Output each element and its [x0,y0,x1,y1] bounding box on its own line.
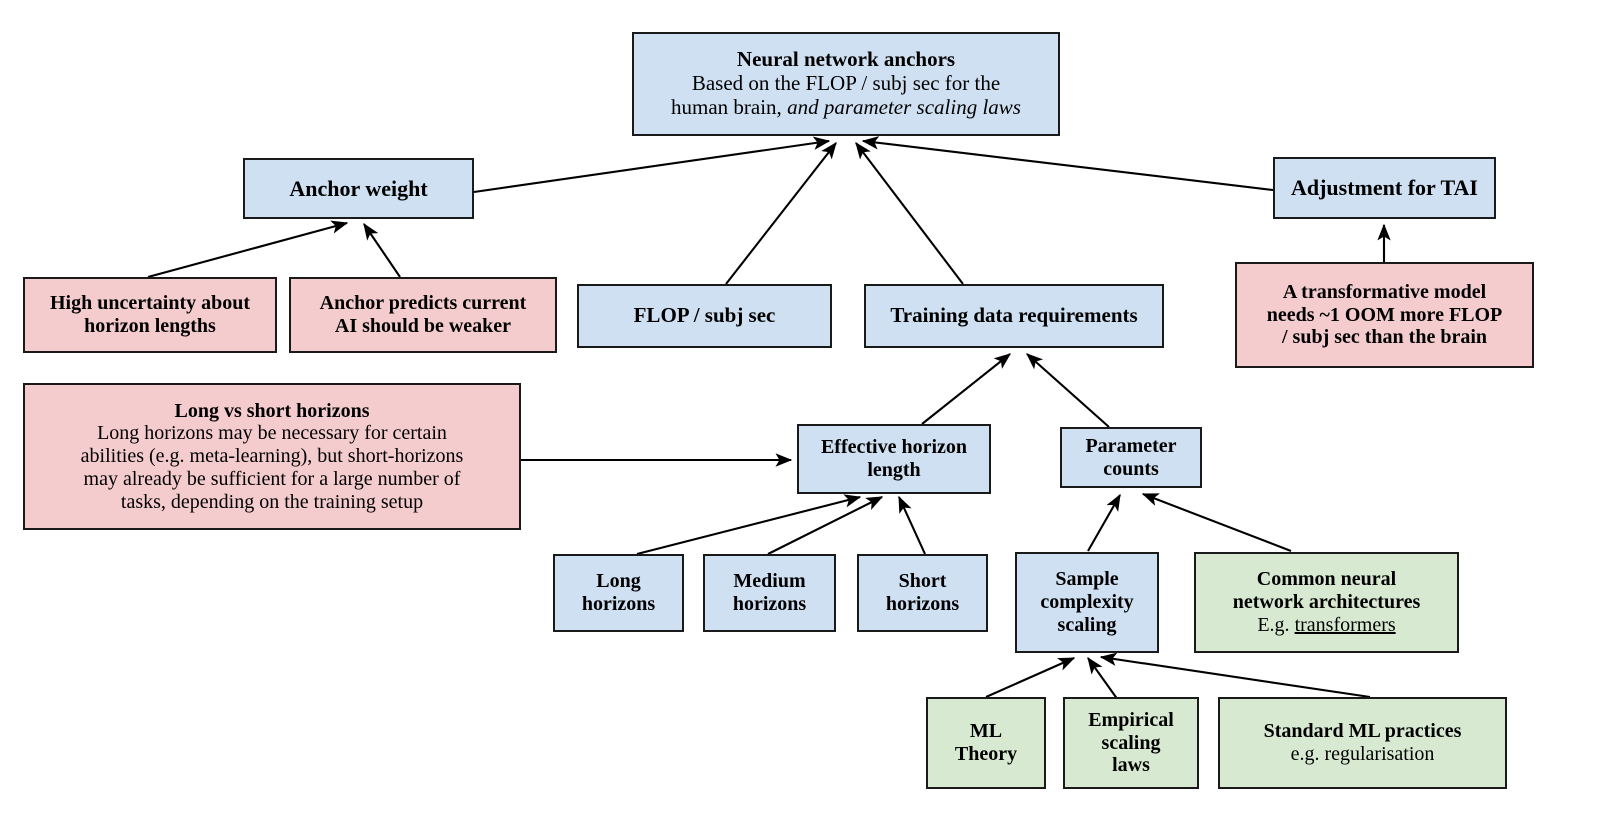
node-flop-subj-sec[interactable]: FLOP / subj sec [577,284,832,348]
node-title-line2: Theory [954,743,1018,765]
edge-training-data-to-anchors [855,141,964,285]
edge-anchor-weight-to-anchors [473,136,831,194]
node-title-line1: High uncertainty about [49,292,251,315]
node-title-line1: Parameter [1085,434,1177,457]
node-title-line1: Medium [733,570,806,593]
node-title-line1: Long [596,570,641,593]
node-high-uncertainty[interactable]: High uncertainty about horizon lengths [23,277,277,353]
edge-empirical-scaling-to-sample-complexity [1087,656,1119,701]
node-training-data-requirements[interactable]: Training data requirements [864,284,1164,348]
node-title: FLOP / subj sec [633,303,776,328]
node-title-line1: Empirical [1088,708,1174,731]
node-title-line1: Common neural [1256,568,1397,591]
node-title-line1: ML [969,720,1003,743]
node-title: Standard ML practices [1263,720,1462,743]
node-transformative-model[interactable]: A transformative model needs ~1 OOM more… [1235,262,1534,368]
node-medium-horizons[interactable]: Medium horizons [703,554,836,632]
edge-high-uncertainty-to-anchor-weight [147,220,349,279]
node-title-line3: scaling [1057,613,1117,636]
node-sample-complexity-scaling[interactable]: Sample complexity scaling [1015,552,1159,653]
node-title: Training data requirements [890,303,1138,328]
edge-ml-theory-to-sample-complexity [985,657,1076,698]
node-body-line1: Based on the FLOP / subj sec for the [691,71,1001,96]
node-body-line4: tasks, depending on the training setup [120,490,424,513]
node-title: Anchor weight [289,175,428,201]
node-title-line2: counts [1103,457,1159,480]
edge-parameter-counts-to-training-data [1026,353,1110,428]
node-body-line2: human brain, and parameter scaling laws [671,94,1021,120]
edge-adjustment-tai-to-anchors [861,136,1274,192]
node-title-line1: Effective horizon [820,436,968,459]
node-anchor-predicts-weaker[interactable]: Anchor predicts current AI should be wea… [289,277,557,353]
edge-long-horizons-to-effective-horizon [636,494,862,556]
edge-standard-ml-to-sample-complexity [1099,652,1371,699]
node-title-line2: horizons [732,593,807,615]
node-common-nn-architectures[interactable]: Common neural network architectures E.g.… [1194,552,1459,653]
edge-common-nn-to-parameter-counts [1141,493,1292,552]
node-title: Long vs short horizons [174,399,370,422]
node-long-vs-short-horizons[interactable]: Long vs short horizons Long horizons may… [23,383,521,530]
node-title-line2: length [867,459,921,481]
node-body: e.g. regularisation [1290,743,1435,765]
node-title-line1: Short [898,570,947,593]
node-title: Adjustment for TAI [1290,175,1478,201]
node-title-line2: network architectures [1232,591,1421,614]
node-title-line2: horizon lengths [84,315,216,337]
node-body-line2-plain: human brain, [671,94,782,119]
node-title-line3: / subj sec than the brain [1281,326,1488,349]
node-body-line1: Long horizons may be necessary for certa… [97,422,447,445]
node-adjustment-for-tai[interactable]: Adjustment for TAI [1273,157,1496,219]
node-parameter-counts[interactable]: Parameter counts [1060,427,1202,488]
node-body-line2: abilities (e.g. meta-learning), but shor… [80,445,464,468]
node-body-line3: may already be sufficient for a large nu… [83,467,461,490]
node-title-line2: needs ~1 OOM more FLOP [1266,303,1503,326]
node-empirical-scaling-laws[interactable]: Empirical scaling laws [1063,697,1199,789]
node-title-line1: Anchor predicts current [319,292,527,315]
edge-medium-horizons-to-effective-horizon [767,496,884,555]
node-long-horizons[interactable]: Long horizons [553,554,684,632]
edge-flop-to-anchors [725,142,837,285]
node-title-line1: Sample [1055,568,1119,591]
node-anchor-weight[interactable]: Anchor weight [243,158,474,219]
node-title-line2: AI should be weaker [334,315,512,337]
edge-effective-horizon-to-training-data [921,353,1011,425]
node-body-line2-italic: and parameter scaling laws [787,94,1021,119]
edge-sample-complexity-to-parameter-counts [1087,493,1121,552]
node-title: Neural network anchors [736,47,956,72]
node-neural-network-anchors[interactable]: Neural network anchors Based on the FLOP… [632,32,1060,136]
node-short-horizons[interactable]: Short horizons [857,554,988,632]
node-title-line2: scaling [1101,731,1161,754]
edge-anchor-predicts-to-anchor-weight [363,222,401,278]
node-effective-horizon-length[interactable]: Effective horizon length [797,424,991,494]
node-body: E.g. transformers [1257,614,1395,637]
node-title-line2: horizons [885,593,960,615]
node-standard-ml-practices[interactable]: Standard ML practices e.g. regularisatio… [1218,697,1507,789]
node-body-underlined-term: transformers [1294,613,1396,636]
node-title-line2: complexity [1040,591,1134,614]
node-ml-theory[interactable]: ML Theory [926,697,1046,789]
node-title-line1: A transformative model [1282,280,1487,303]
node-body-prefix: E.g. [1257,613,1295,636]
node-title-line2: horizons [581,593,656,615]
node-title-line3: laws [1112,754,1150,777]
edge-short-horizons-to-effective-horizon [898,495,926,555]
